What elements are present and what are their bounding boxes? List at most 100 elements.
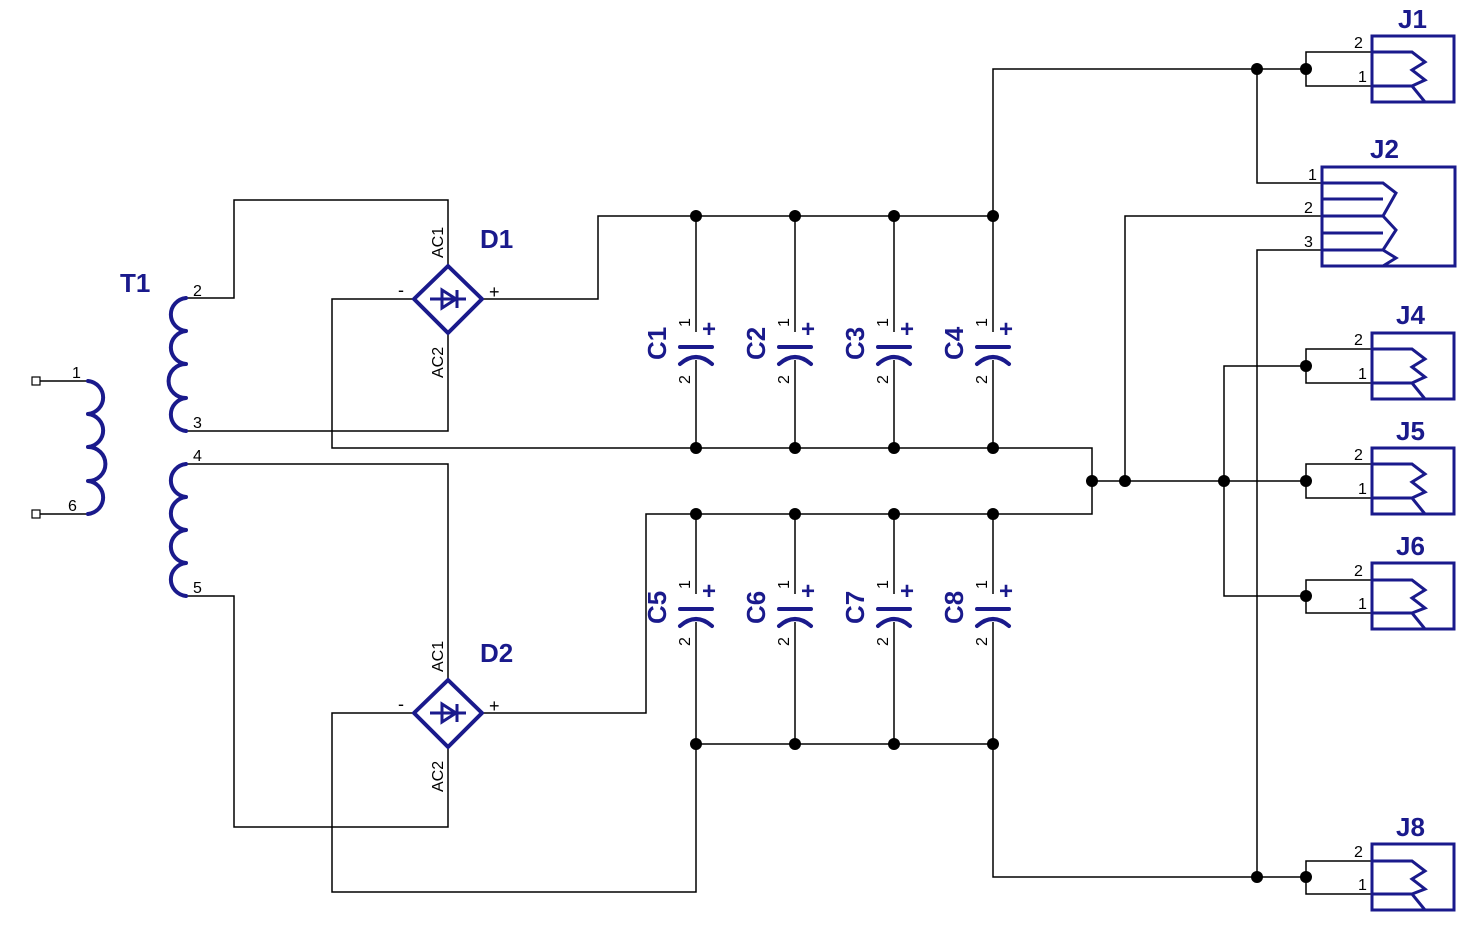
connector-j6: J6 2 1 xyxy=(1354,531,1456,631)
j2-pin-3: 3 xyxy=(1304,234,1313,251)
capacitor-c3: C3 1 2 + xyxy=(840,316,914,384)
connector-j4: J4 2 1 xyxy=(1354,300,1456,401)
t1-pin-4: 4 xyxy=(193,448,202,465)
connector-j2: J2 1 2 3 xyxy=(1304,134,1457,268)
capacitor-c6: C6 1 2 + xyxy=(741,578,815,646)
c5-polarity: + xyxy=(702,578,716,605)
c2-label: C2 xyxy=(741,327,771,360)
junction-dot xyxy=(690,210,702,222)
junction-dot xyxy=(1300,63,1312,75)
j4-label: J4 xyxy=(1396,300,1425,330)
c8-pin-1: 1 xyxy=(974,580,991,589)
d1-plus-label: + xyxy=(489,282,500,302)
c3-polarity: + xyxy=(900,316,914,343)
bridge-body xyxy=(412,678,484,749)
d1-ac1-label: AC1 xyxy=(430,227,447,258)
junction-dot xyxy=(1300,871,1312,883)
connector-j8: J8 2 1 xyxy=(1354,812,1456,912)
bridge-rectifier-d1: D1 AC1 AC2 - + xyxy=(398,224,513,378)
d2-label: D2 xyxy=(480,638,513,668)
d1-minus-label: - xyxy=(398,280,404,300)
junction-dot xyxy=(789,508,801,520)
c8-label: C8 xyxy=(939,591,969,624)
connector-pin-icon xyxy=(1372,578,1429,615)
j4-pin-2: 2 xyxy=(1354,332,1363,349)
c1-label: C1 xyxy=(642,327,672,360)
connector-pin-icon xyxy=(1382,248,1399,268)
transformer-t1: T1 1 6 2 3 4 5 xyxy=(31,268,202,598)
wire-neg-j2 xyxy=(1256,249,1322,877)
wire-gnd-bottom xyxy=(993,481,1093,515)
j6-label: J6 xyxy=(1396,531,1425,561)
c6-polarity: + xyxy=(801,578,815,605)
j8-label: J8 xyxy=(1396,812,1425,842)
c1-pin-2: 2 xyxy=(677,375,694,384)
t1-label: T1 xyxy=(120,268,150,298)
junction-dot xyxy=(987,210,999,222)
j2-pin-2: 2 xyxy=(1304,200,1313,217)
junction-dot xyxy=(1251,871,1263,883)
wire-pos-rail xyxy=(992,68,1306,216)
junction-dot xyxy=(690,442,702,454)
t1-pin-6: 6 xyxy=(68,498,77,515)
wire-d2-plus xyxy=(482,513,993,714)
connector-pin-icon xyxy=(1322,214,1398,252)
junction-dot xyxy=(1300,360,1312,372)
capacitor-c2: C2 1 2 + xyxy=(741,316,815,384)
j5-pin-2: 2 xyxy=(1354,447,1363,464)
capacitor-c4: C4 1 2 + xyxy=(939,316,1013,384)
bridge-body xyxy=(412,264,484,335)
junction-dot xyxy=(888,508,900,520)
connector-pin-icon xyxy=(1372,859,1429,896)
c3-label: C3 xyxy=(840,327,870,360)
connector-pin-icon xyxy=(1322,181,1398,218)
d2-ac2-label: AC2 xyxy=(430,761,447,792)
d2-minus-label: - xyxy=(398,694,404,714)
junction-dot xyxy=(789,442,801,454)
capacitor-c1: C1 1 2 + xyxy=(642,316,716,384)
connector-pin-icon xyxy=(1372,50,1428,88)
d2-ac1-label: AC1 xyxy=(430,641,447,672)
j6-pin-2: 2 xyxy=(1354,563,1363,580)
junction-dot xyxy=(1086,475,1098,487)
connector-j5: J5 2 1 xyxy=(1354,416,1456,516)
c4-label: C4 xyxy=(939,326,969,360)
wire-t1p5-d2ac2 xyxy=(186,595,449,828)
wire-t1p2-d1ac1 xyxy=(186,199,449,299)
wire-pos-j2 xyxy=(1256,69,1322,184)
d1-label: D1 xyxy=(480,224,513,254)
secondary-winding-lower xyxy=(168,462,188,598)
diode-icon-triangle xyxy=(440,287,459,311)
t1-pin-5: 5 xyxy=(193,580,202,597)
j5-label: J5 xyxy=(1396,416,1425,446)
c3-pin-2: 2 xyxy=(875,375,892,384)
c2-pin-2: 2 xyxy=(776,375,793,384)
diode-icon-triangle xyxy=(440,701,459,725)
junction-dot xyxy=(789,738,801,750)
junction-dot xyxy=(888,210,900,222)
t1-pin-2: 2 xyxy=(193,283,202,300)
c3-pin-1: 1 xyxy=(875,318,892,327)
junction-dot xyxy=(1218,475,1230,487)
primary-winding xyxy=(86,379,108,516)
wire-d2-minus xyxy=(331,712,697,893)
c6-pin-1: 1 xyxy=(776,580,793,589)
junction-dot xyxy=(1300,590,1312,602)
j2-label: J2 xyxy=(1370,134,1399,164)
junction-dot xyxy=(987,508,999,520)
c4-polarity: + xyxy=(999,316,1013,343)
c8-pin-2: 2 xyxy=(974,637,991,646)
c7-pin-1: 1 xyxy=(875,580,892,589)
j8-pin-2: 2 xyxy=(1354,844,1363,861)
bridge-rectifier-d2: D2 AC1 AC2 - + xyxy=(398,638,513,792)
capacitor-c5: C5 1 2 + xyxy=(642,578,716,646)
terminal-6 xyxy=(31,509,41,519)
junction-dot xyxy=(690,738,702,750)
c5-pin-1: 1 xyxy=(677,580,694,589)
terminal-1 xyxy=(31,376,41,386)
junction-dot xyxy=(1300,475,1312,487)
junction-dot xyxy=(1119,475,1131,487)
c4-pin-2: 2 xyxy=(974,375,991,384)
d2-plus-label: + xyxy=(489,696,500,716)
